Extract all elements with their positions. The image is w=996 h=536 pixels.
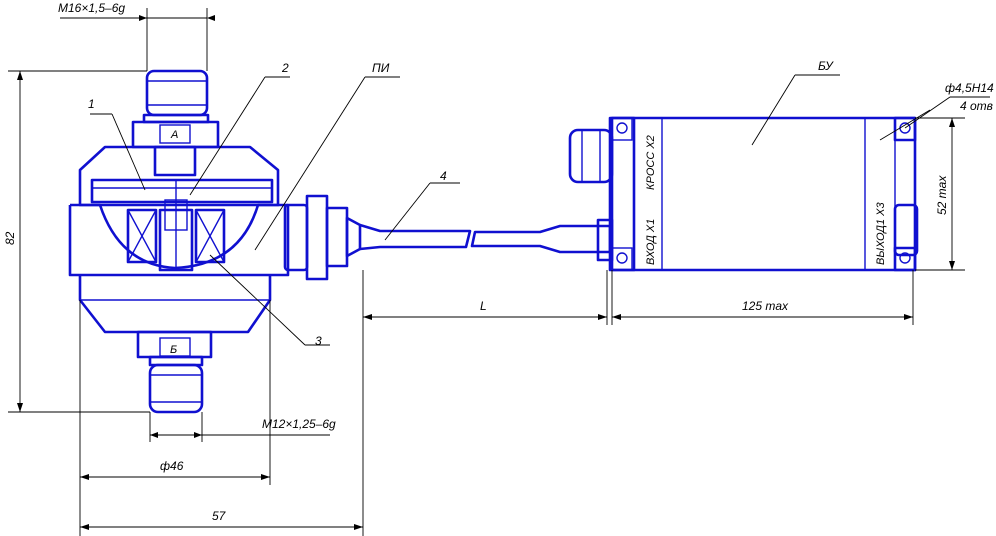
input-x1-label: ВХОД Х1 <box>645 219 657 265</box>
cable <box>359 223 612 254</box>
control-unit-label: БУ <box>818 59 834 73</box>
cable-length-label: L <box>480 299 487 313</box>
hole-label: ф4,5Н14 <box>945 81 994 95</box>
thread-bottom-label: М12×1,25–6g <box>262 417 336 431</box>
callout-2: 2 <box>281 61 289 75</box>
unit-length-label: 125 max <box>742 299 789 313</box>
port-b-label: Б <box>170 344 177 356</box>
callout-4: 4 <box>440 169 447 183</box>
output-x3-label: ВЫХОД1 Х3 <box>875 202 887 265</box>
port-a-label: А <box>170 129 178 141</box>
sensor-label: ПИ <box>372 61 390 75</box>
sensor-body <box>68 69 362 414</box>
callout-3: 3 <box>315 334 322 348</box>
dimension-lines <box>8 8 990 536</box>
cross-x2-label: КРОСС Х2 <box>645 135 657 190</box>
width-label: 57 <box>212 509 227 523</box>
hole-count-label: 4 отв <box>960 99 993 113</box>
unit-height-label: 52 max <box>935 175 949 215</box>
thread-top-label: М16×1,5–6g <box>58 1 125 15</box>
diameter-label: ф46 <box>160 459 184 473</box>
callout-1: 1 <box>88 97 95 111</box>
control-unit <box>568 116 919 272</box>
height-label: 82 <box>3 231 17 245</box>
